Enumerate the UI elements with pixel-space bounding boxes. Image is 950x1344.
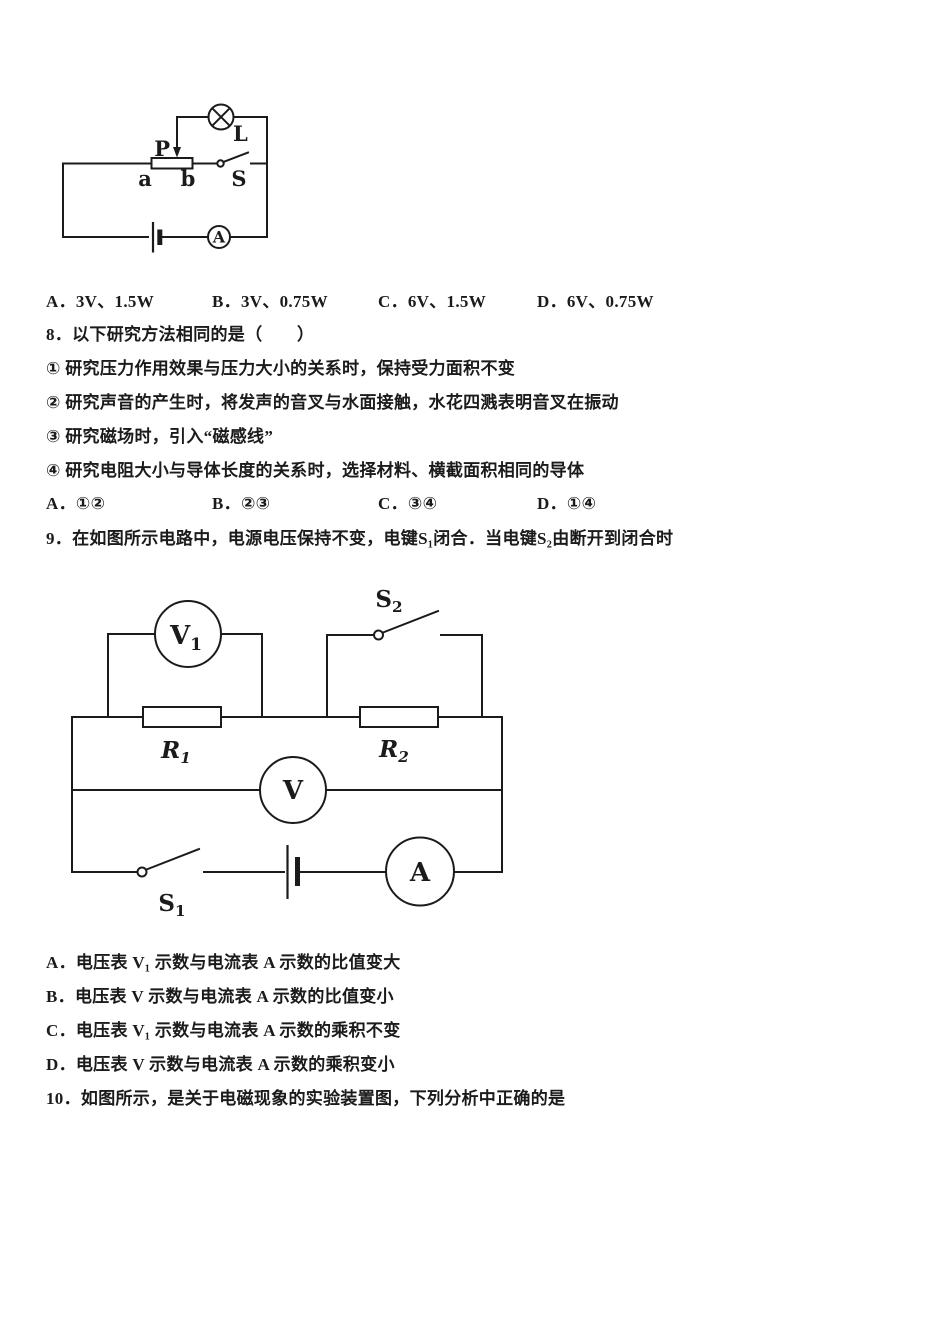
resistor1-label: R1 [160, 737, 191, 767]
q8-stem: 8．以下研究方法相同的是（ ） [46, 325, 315, 344]
voltmeter-label: V [282, 776, 304, 806]
slider-arrow-icon [173, 147, 181, 158]
q7-options-row: A．3V、1.5W B．3V、0.75W C．6V、1.5W D．6V、0.75… [0, 287, 950, 311]
wire [62, 162, 153, 238]
q9-stem: 9．在如图所示电路中，电源电压保持不变，电键S₁闭合．当电键S₂由断开到闭合时 [46, 529, 674, 548]
switch2-pivot [373, 629, 384, 641]
q9-option-b: B．电压表 V 示数与电流表 A 示数的比值变小 [46, 987, 394, 1006]
switch2-lever [381, 609, 440, 634]
ammeter-label: A [409, 858, 431, 888]
ammeter-label: A [212, 228, 226, 247]
q7-circuit-figure: L P a b S A [62, 103, 268, 253]
pointer-label: P [154, 136, 170, 161]
switch1-pivot [136, 866, 148, 878]
resistor1 [142, 706, 222, 728]
q7-option-a: A．3V、1.5W [46, 292, 155, 311]
q8-option-d: D．①④ [537, 494, 597, 513]
q7-option-b: B．3V、0.75W [212, 292, 328, 311]
terminal-a-label: a [138, 166, 152, 191]
switch1-label: S1 [158, 890, 185, 920]
wire [250, 116, 268, 238]
lamp-label: L [233, 121, 248, 146]
resistor2 [359, 706, 439, 728]
switch1-lever [145, 847, 201, 871]
wire [326, 634, 483, 718]
voltmeter1-icon [154, 600, 222, 668]
q7-option-c: C．6V、1.5W [378, 292, 487, 311]
q9-option-d: D．电压表 V 示数与电流表 A 示数的乘积变小 [46, 1055, 395, 1074]
q8-option-c: C．③④ [378, 494, 438, 513]
q8-option-b: B．②③ [212, 494, 271, 513]
q9-option-c: C．电压表 V₁ 示数与电流表 A 示数的乘积不变 [46, 1021, 401, 1040]
q8-item-3: ③ 研究磁场时，引入“磁感线” [46, 427, 274, 446]
voltmeter1-label: V1 [169, 621, 202, 655]
switch-lever [222, 151, 250, 164]
q9-option-a: A．电压表 V₁ 示数与电流表 A 示数的比值变大 [46, 953, 401, 972]
q8-option-a: A．①② [46, 494, 106, 513]
resistor2-label: R2 [378, 736, 409, 766]
switch2-label: S2 [375, 586, 402, 616]
q8-item-2: ② 研究声音的产生时，将发声的音叉与水面接触，水花四溅表明音叉在振动 [46, 393, 619, 412]
q7-option-d: D．6V、0.75W [537, 292, 654, 311]
voltmeter-icon [259, 756, 327, 824]
q8-item-4: ④ 研究电阻大小与导体长度的关系时，选择材料、横截面积相同的导体 [46, 461, 585, 480]
switch-pivot [216, 159, 225, 168]
q9-circuit-figure: V1 S2 R1 R2 V S1 A [71, 586, 503, 920]
q10-stem: 10．如图所示，是关于电磁现象的实验装置图，下列分析中正确的是 [46, 1089, 566, 1108]
switch-label: S [231, 166, 246, 191]
lamp-cross [210, 106, 232, 128]
q8-item-1: ① 研究压力作用效果与压力大小的关系时，保持受力面积不变 [46, 359, 516, 378]
terminal-b-label: b [181, 166, 196, 191]
q8-options-row: A．①② B．②③ C．③④ D．①④ [0, 489, 950, 513]
